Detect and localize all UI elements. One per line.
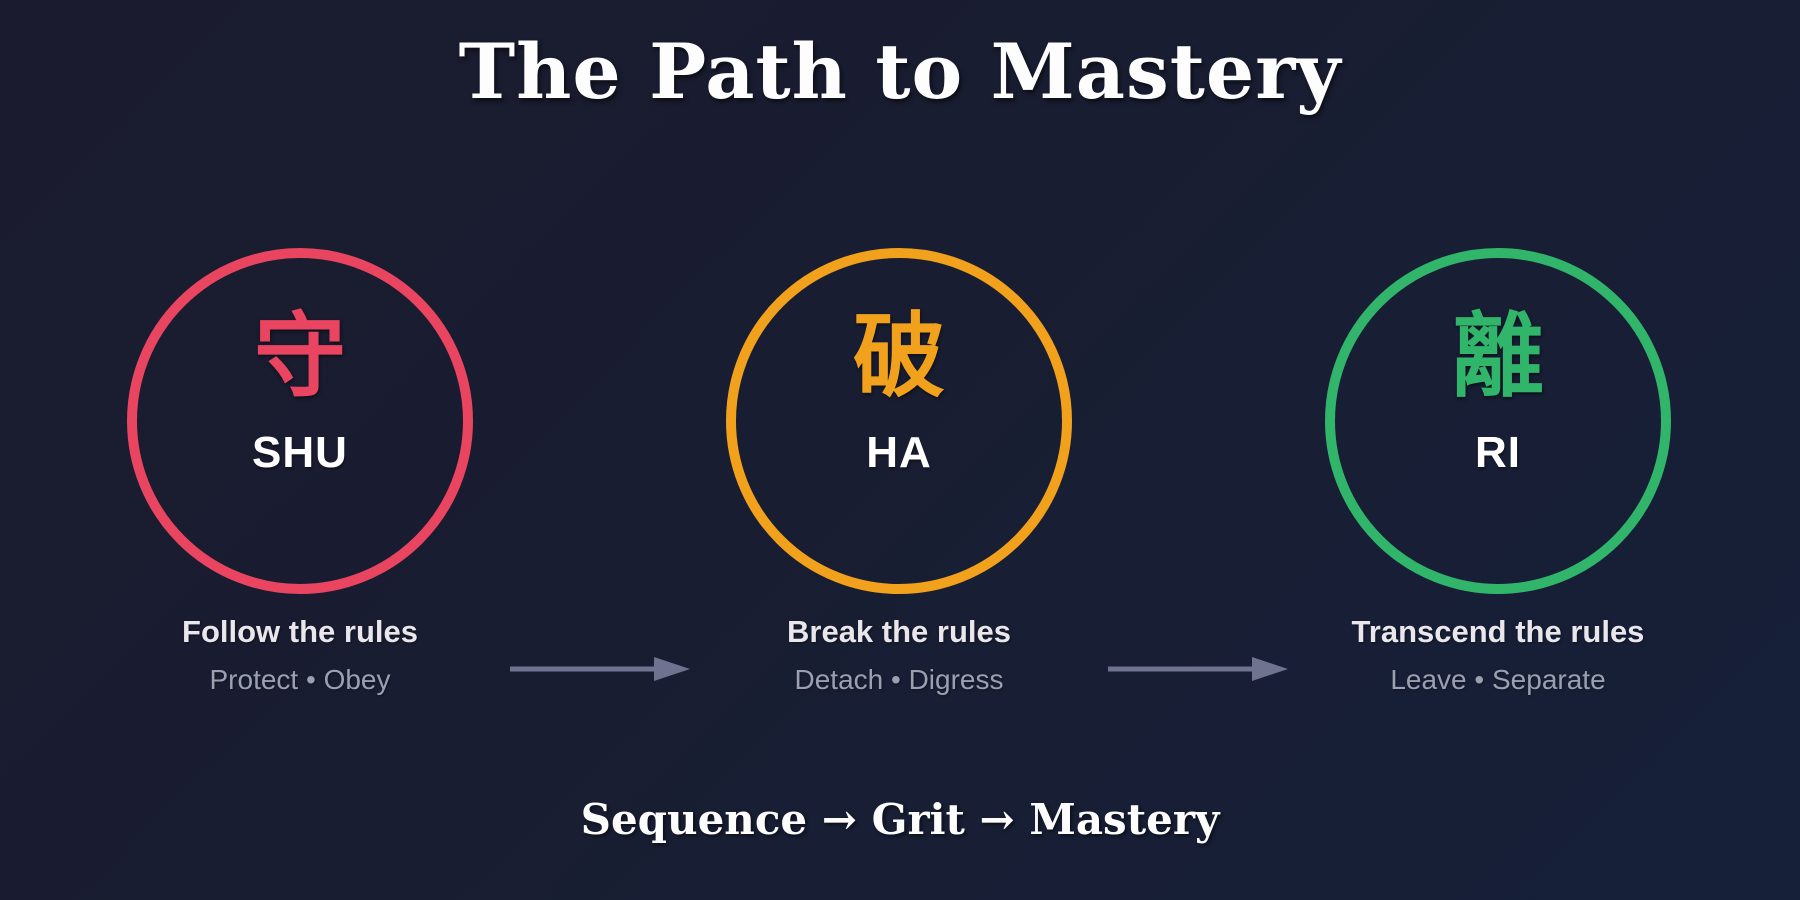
ha-label: Break the rules bbox=[787, 614, 1011, 649]
ha-circle-content: 破 HA bbox=[853, 310, 945, 475]
ha-circle: 破 HA bbox=[726, 248, 1072, 594]
ri-circle: 離 RI bbox=[1325, 248, 1671, 594]
ri-kanji: 離 bbox=[1451, 301, 1544, 410]
ri-sublabel: Leave • Separate bbox=[1390, 664, 1606, 695]
ha-sublabel: Detach • Digress bbox=[794, 664, 1004, 695]
ha-kanji: 破 bbox=[852, 301, 945, 410]
stage-ha: 破 HA Break the rules Detach • Digress bbox=[689, 248, 1109, 696]
shu-kanji: 守 bbox=[253, 301, 346, 410]
shu-circle: 守 SHU bbox=[127, 248, 473, 594]
page-title: The Path to Mastery bbox=[458, 27, 1342, 116]
shu-circle-content: 守 SHU bbox=[252, 310, 348, 475]
stage-shu: 守 SHU Follow the rules Protect • Obey bbox=[90, 248, 510, 696]
shu-sublabel: Protect • Obey bbox=[209, 664, 391, 695]
ha-name: HA bbox=[866, 427, 932, 477]
ri-name: RI bbox=[1474, 427, 1521, 477]
arrow-right-icon bbox=[510, 657, 690, 681]
stages-row: 守 SHU Follow the rules Protect • Obey 破 … bbox=[0, 248, 1800, 708]
ri-circle-content: 離 RI bbox=[1452, 310, 1544, 475]
arrow-head bbox=[1252, 657, 1288, 681]
shu-name: SHU bbox=[252, 427, 348, 477]
arrow-head bbox=[654, 657, 690, 681]
ri-label: Transcend the rules bbox=[1351, 614, 1645, 649]
stage-ri: 離 RI Transcend the rules Leave • Separat… bbox=[1288, 248, 1708, 696]
arrow-right-icon bbox=[1108, 657, 1288, 681]
sequence-caption: Sequence → Grit → Mastery bbox=[580, 795, 1220, 844]
shu-label: Follow the rules bbox=[182, 614, 418, 649]
